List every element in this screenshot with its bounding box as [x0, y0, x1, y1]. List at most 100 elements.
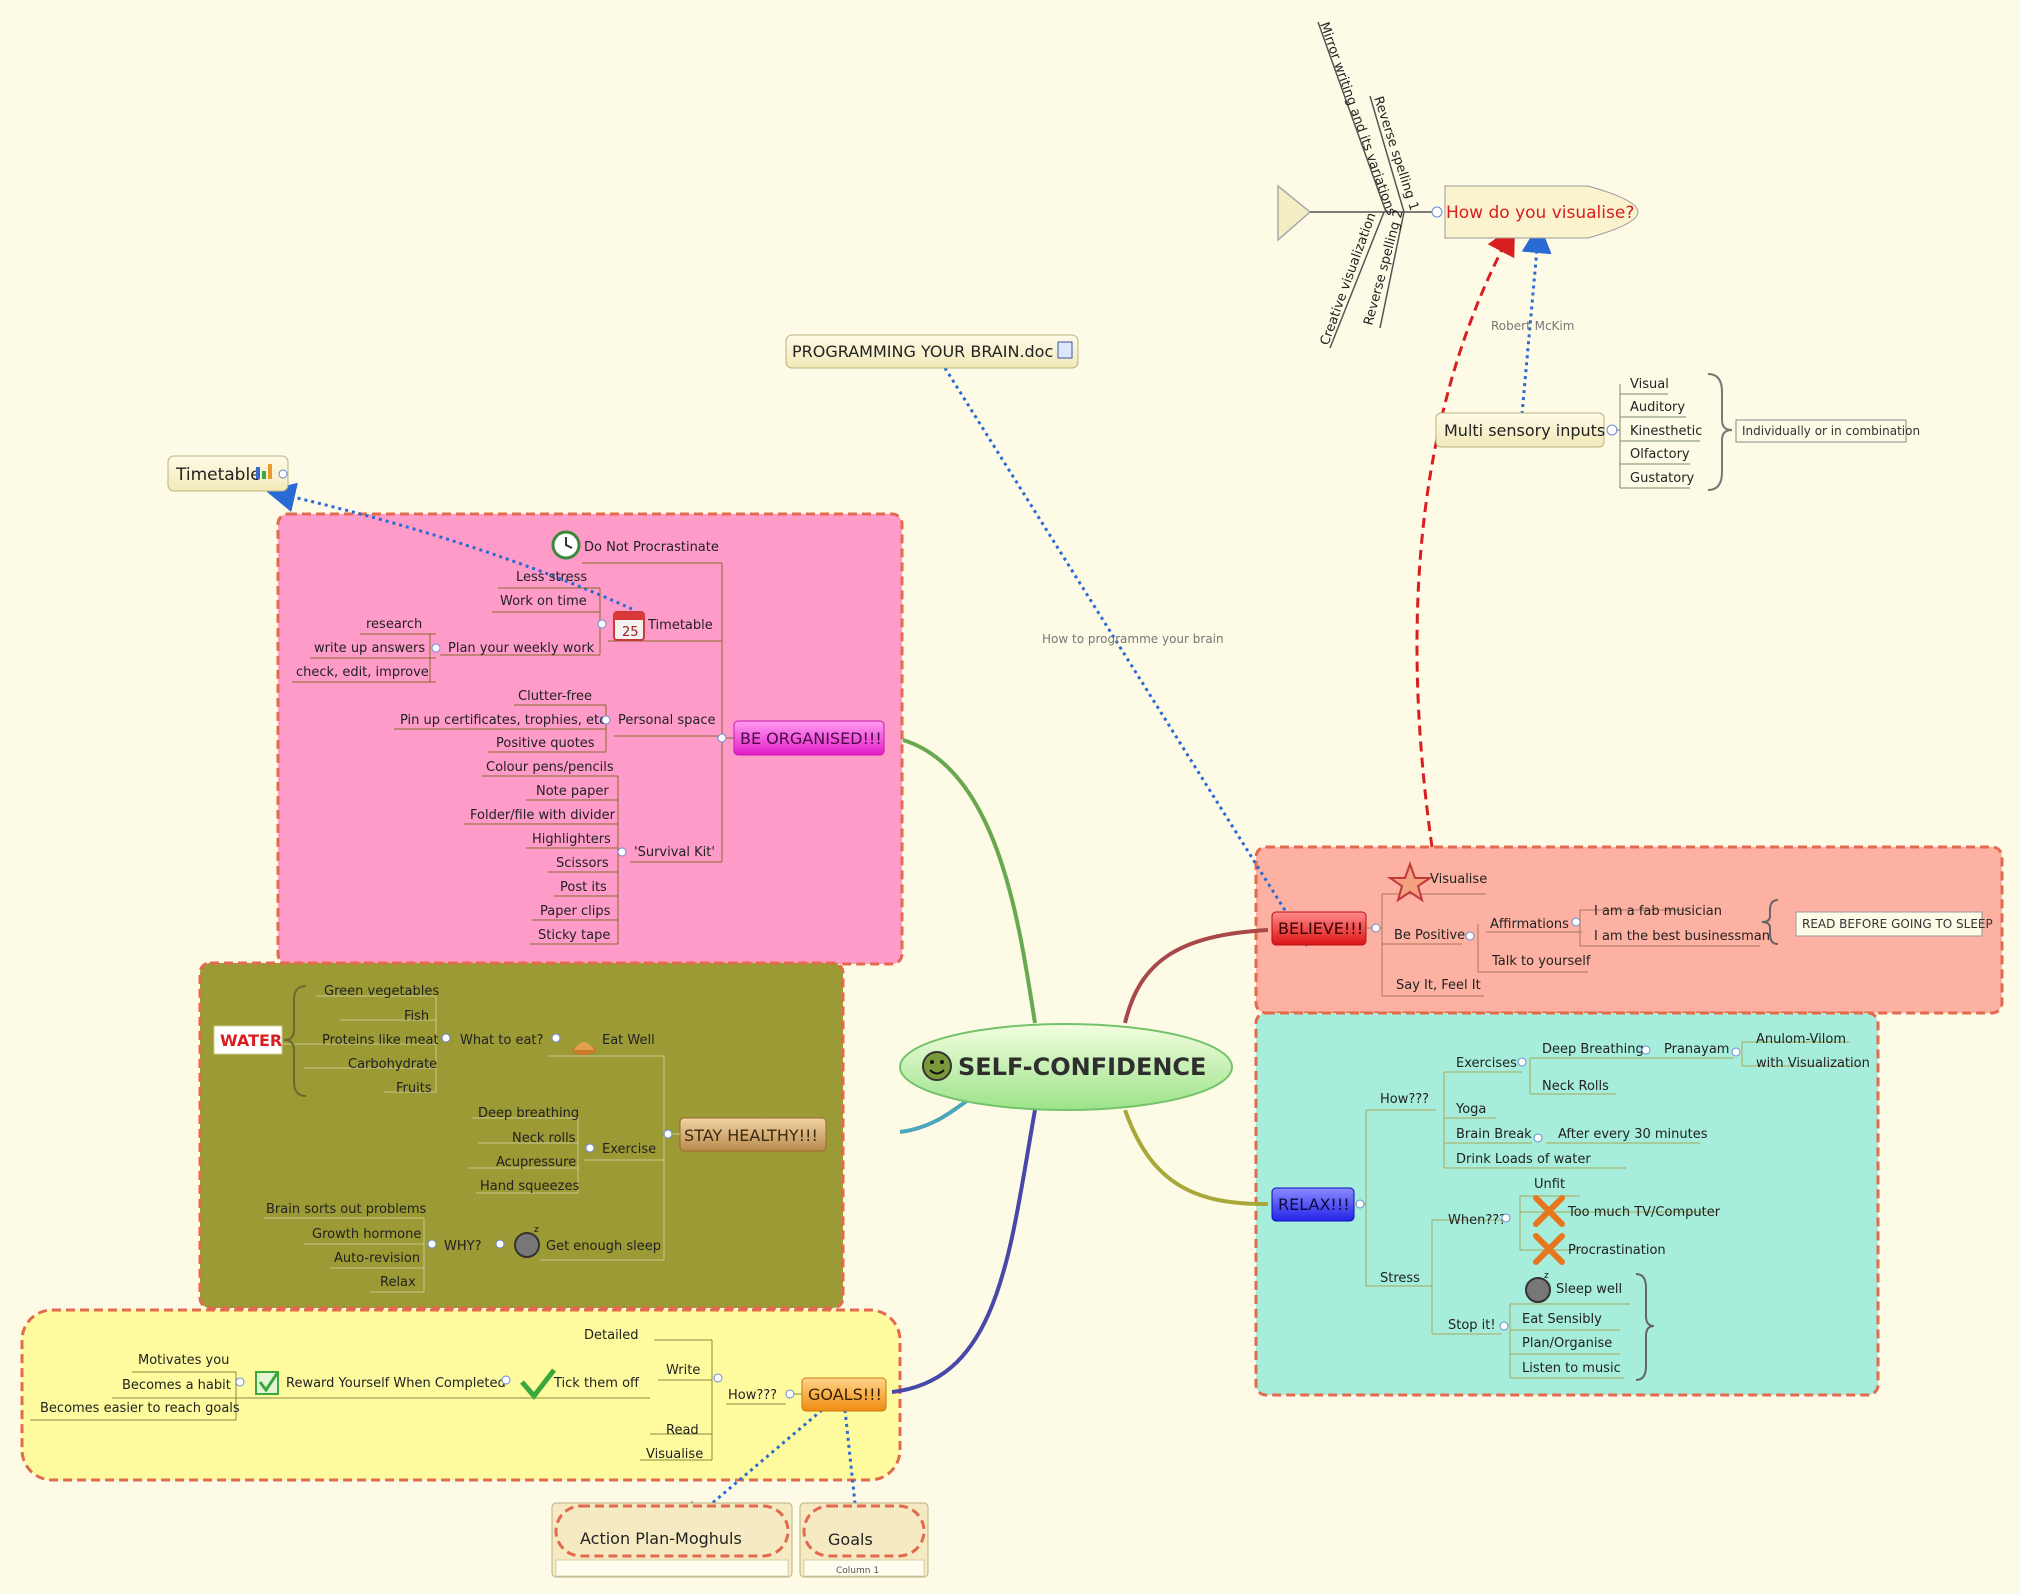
sk-item: Scissors — [556, 856, 609, 871]
central-topic[interactable]: SELF-CONFIDENCE — [899, 1023, 1233, 1111]
stop-item: Plan/Organise — [1522, 1336, 1612, 1351]
relax-topic[interactable]: RELAX!!! — [1271, 1187, 1355, 1222]
why-item: Brain sorts out problems — [266, 1202, 426, 1217]
believe-positive: Be Positive — [1394, 928, 1465, 943]
link-multisensory — [1520, 223, 1552, 415]
programming-doc-topic[interactable]: PROGRAMMING YOUR BRAIN.doc — [785, 334, 1079, 369]
boundary-organised — [276, 512, 904, 966]
food-item: Proteins like meat — [322, 1033, 439, 1048]
sk-item: Post its — [560, 880, 607, 895]
believe-label: BELIEVE!!! — [1278, 919, 1363, 938]
programming-doc-label: PROGRAMMING YOUR BRAIN.doc — [792, 342, 1053, 361]
relax-anulom: Anulom-Vilom — [1756, 1032, 1846, 1047]
svg-text:z: z — [1544, 1271, 1549, 1281]
affirmation-item: I am a fab musician — [1594, 904, 1722, 919]
svg-text:25: 25 — [622, 625, 639, 640]
food-item: Fish — [404, 1009, 429, 1024]
relax-label: RELAX!!! — [1278, 1195, 1350, 1214]
healthy-connectors — [264, 995, 680, 1293]
sk-item: Highlighters — [532, 832, 611, 847]
bone-reverse2 — [1379, 211, 1405, 329]
cross-icon — [1533, 1233, 1565, 1265]
reward-item: Becomes a habit — [122, 1378, 231, 1393]
goals-floating-topic[interactable]: Goals Column 1 — [799, 1502, 929, 1578]
sk-item: Note paper — [536, 784, 609, 799]
organised-connectors — [292, 562, 734, 945]
svg-text:z: z — [534, 1225, 539, 1235]
why-item: Auto-revision — [334, 1251, 420, 1266]
multisensory-items — [1620, 393, 1700, 489]
ms-item: Olfactory — [1630, 447, 1690, 462]
goals-how: How??? — [728, 1388, 777, 1403]
why-item: Relax — [380, 1275, 416, 1290]
relax-connectors — [1354, 1041, 1862, 1379]
what-to-eat-label: What to eat? — [460, 1033, 543, 1048]
believe-talk: Talk to yourself — [1491, 954, 1591, 969]
relax-yoga: Yoga — [1455, 1102, 1486, 1117]
affirmation-brace — [1761, 899, 1779, 945]
stop-brace — [1635, 1273, 1655, 1381]
checkbox-icon — [255, 1371, 280, 1395]
food-icon — [572, 1042, 596, 1055]
relax-after30: After every 30 minutes — [1558, 1127, 1708, 1142]
ms-item: Auditory — [1630, 400, 1685, 415]
relax-unfit: Unfit — [1534, 1177, 1565, 1192]
calendar-icon: 25 — [613, 611, 645, 641]
sleep-label: Get enough sleep — [546, 1239, 661, 1254]
exercise-label: Exercise — [602, 1142, 656, 1157]
timetable-floating-label: Timetable — [175, 465, 261, 485]
collapse-markers[interactable] — [235, 619, 1741, 1399]
action-plan-topic[interactable]: Action Plan-Moghuls — [551, 1502, 793, 1578]
timetable-floating-topic[interactable]: Timetable — [167, 455, 289, 492]
ms-item: Gustatory — [1630, 471, 1695, 486]
ps-item: Positive quotes — [496, 736, 595, 751]
goals-visualise: Visualise — [646, 1447, 703, 1462]
goals-label: GOALS!!! — [808, 1385, 882, 1404]
healthy-label: STAY HEALTHY!!! — [684, 1126, 818, 1145]
goals-read: Read — [666, 1423, 699, 1438]
weekly-item: research — [366, 617, 422, 632]
cross-icon — [1533, 1195, 1565, 1227]
goals-topic[interactable]: GOALS!!! — [801, 1377, 887, 1412]
sk-item: Folder/file with divider — [470, 808, 616, 823]
healthy-topic[interactable]: STAY HEALTHY!!! — [679, 1117, 827, 1152]
reward-item: Motivates you — [138, 1353, 229, 1368]
clock-icon — [551, 530, 581, 560]
relax-drink: Drink Loads of water — [1456, 1152, 1591, 1167]
goals-reward: Reward Yourself When Completed — [286, 1376, 506, 1391]
why-label: WHY? — [444, 1239, 481, 1254]
sleep-icon: z — [1525, 1271, 1551, 1303]
stop-item: Sleep well — [1556, 1282, 1622, 1297]
fishbone — [1277, 21, 1436, 349]
star-icon — [1386, 861, 1434, 903]
doc-icon — [1057, 341, 1073, 359]
organised-label: BE ORGANISED!!! — [740, 729, 882, 748]
relax-exercises: Exercises — [1456, 1056, 1517, 1071]
personal-space-label: Personal space — [618, 713, 716, 728]
svg-text:Individually or in combination: Individually or in combination — [1742, 424, 1920, 438]
action-plan-label: Action Plan-Moghuls — [580, 1529, 742, 1548]
link-visualise — [1415, 224, 1516, 848]
smiley-icon — [922, 1051, 952, 1081]
multisensory-topic[interactable]: Multi sensory inputs — [1435, 412, 1618, 448]
organised-topic[interactable]: BE ORGANISED!!! — [733, 720, 885, 756]
weekly-item: write up answers — [314, 641, 425, 656]
relax-tv: Too much TV/Computer — [1567, 1205, 1721, 1220]
tt-item: Plan your weekly work — [448, 641, 595, 656]
note-how-programme: How to programme your brain — [1042, 632, 1224, 646]
boundary-healthy — [198, 961, 845, 1310]
ps-item: Pin up certificates, trophies, etc — [400, 713, 606, 728]
believe-topic[interactable]: BELIEVE!!! — [1271, 911, 1367, 946]
ms-item: Kinesthetic — [1630, 424, 1702, 439]
why-item: Growth hormone — [312, 1227, 421, 1242]
food-item: Green vegetables — [324, 984, 439, 999]
eat-well-label: Eat Well — [602, 1033, 655, 1048]
fishbone-head[interactable]: How do you visualise? — [1431, 185, 1639, 239]
bone-creative — [1329, 211, 1385, 349]
believe-affirmations: Affirmations — [1490, 917, 1569, 932]
believe-say: Say It, Feel It — [1396, 978, 1481, 993]
affirmation-item: I am the best businessman — [1594, 929, 1770, 944]
exercise-item: Neck rolls — [512, 1131, 576, 1146]
link-timetable — [265, 482, 633, 611]
believe-connectors — [1366, 893, 1760, 997]
